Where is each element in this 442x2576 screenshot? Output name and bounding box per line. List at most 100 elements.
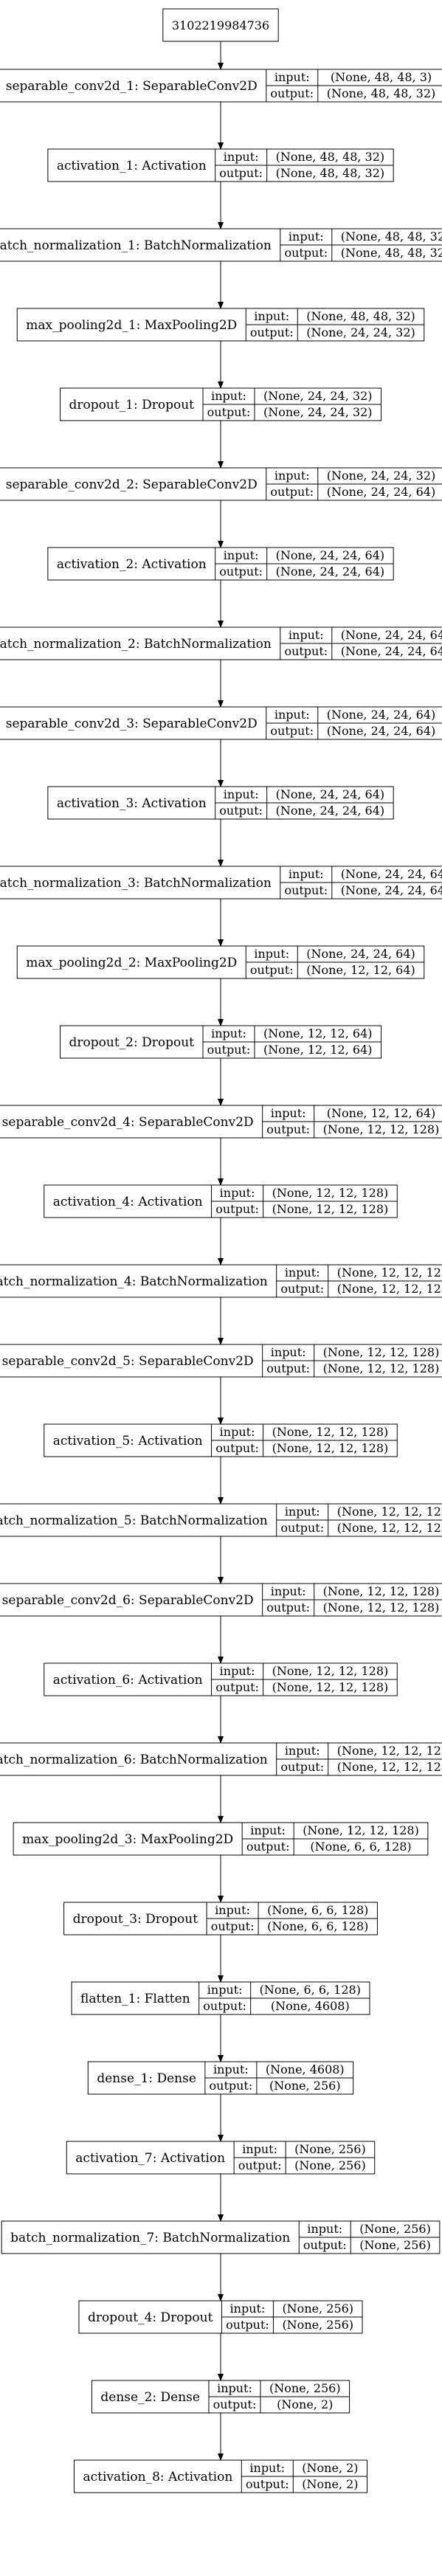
input-label: input: (230, 2302, 266, 2316)
layer-name: activation_3: Activation (57, 796, 207, 811)
output-label: output: (219, 166, 263, 180)
output-shape: (None, 24, 24, 64) (341, 883, 442, 897)
input-label: input: (285, 1265, 320, 1280)
layer-node: batch_normalization_6: BatchNormalizatio… (0, 1742, 442, 1776)
output-label: output: (238, 2158, 282, 2172)
input-shape: (None, 24, 24, 64) (341, 867, 442, 881)
input-shape: (None, 12, 12, 128) (337, 1265, 442, 1280)
input-label: input: (220, 1186, 255, 1200)
output-shape: (None, 2) (277, 2397, 333, 2411)
input-shape: (None, 12, 12, 64) (327, 1106, 435, 1120)
layer-node: max_pooling2d_2: MaxPooling2D input: outpu… (16, 945, 425, 979)
layer-name: dropout_4: Dropout (88, 2310, 213, 2325)
root-node-label: 3102219984736 (172, 18, 269, 32)
layer-name: max_pooling2d_2: MaxPooling2D (26, 956, 237, 970)
layer-name: dropout_3: Dropout (73, 1912, 198, 1927)
output-shape: (None, 256) (269, 2079, 341, 2093)
output-shape: (None, 12, 12, 128) (272, 1202, 389, 1216)
layer-name: dropout_2: Dropout (69, 1035, 195, 1050)
output-label: output: (215, 1680, 259, 1694)
input-shape: (None, 12, 12, 128) (272, 1186, 389, 1200)
input-shape: (None, 24, 24, 32) (263, 389, 372, 403)
output-label: output: (270, 724, 314, 738)
layer-name: separable_conv2d_2: SeparableConv2D (6, 477, 258, 492)
output-shape: (None, 12, 12, 128) (272, 1680, 389, 1694)
output-shape: (None, 12, 12, 128) (337, 1521, 442, 1535)
output-shape: (None, 24, 24, 32) (306, 325, 415, 339)
input-shape: (None, 256) (269, 2381, 341, 2395)
input-shape: (None, 24, 24, 64) (327, 708, 435, 722)
layer-name: activation_7: Activation (75, 2151, 225, 2166)
layer-name: batch_normalization_6: BatchNormalizatio… (0, 1753, 268, 1767)
input-label: input: (250, 1823, 286, 1837)
input-label: input: (289, 628, 324, 642)
layer-name: dropout_1: Dropout (69, 398, 195, 412)
layer-node: activation_4: Activationinput:output:(No… (44, 1184, 398, 1218)
layer-name: dense_2: Dense (100, 2390, 200, 2405)
input-shape: (None, 24, 24, 64) (276, 787, 384, 801)
output-label: output: (250, 963, 294, 977)
input-shape: (None, 12, 12, 128) (272, 1664, 389, 1678)
layer-node: activation_7: Activationinput:output:(No… (66, 2141, 376, 2175)
layer-node: batch_normalization_1: BatchNormalizatio… (0, 228, 442, 262)
output-shape: (None, 12, 12, 128) (323, 1361, 440, 1375)
layer-node: activation_5: Activationinput:output:(No… (44, 1423, 398, 1457)
layer-name: max_pooling2d_3: MaxPooling2D (22, 1832, 233, 1847)
input-shape: (None, 48, 48, 32) (306, 309, 415, 323)
output-shape: (None, 12, 12, 128) (272, 1441, 389, 1455)
input-label: input: (274, 70, 310, 84)
input-label: input: (215, 1903, 250, 1917)
layer-name: dense_1: Dense (97, 2071, 196, 2086)
output-label: output: (280, 1760, 324, 1774)
output-label: output: (266, 1122, 310, 1136)
input-shape: (None, 12, 12, 128) (337, 1744, 442, 1758)
output-shape: (None, 6, 6, 128) (267, 1919, 368, 1933)
output-shape: (None, 256) (359, 2238, 431, 2252)
layer-node: separable_conv2d_6: SeparableConv2Dinput… (0, 1583, 442, 1617)
layer-node: dropout_3: Dropout input: output: (None, 6,… (63, 1902, 378, 1936)
layer-node: batch_normalization_3: BatchNormalizatio… (0, 866, 442, 899)
output-label: output: (280, 1521, 324, 1535)
input-shape: (None, 12, 12, 128) (303, 1823, 419, 1837)
output-shape: (None, 24, 24, 32) (263, 405, 372, 419)
output-label: output: (219, 564, 263, 579)
layer-node: separable_conv2d_2: SeparableConv2D input… (0, 467, 442, 501)
layer-name: separable_conv2d_3: SeparableConv2D (6, 716, 258, 731)
input-label: input: (271, 1106, 306, 1120)
output-label: output: (207, 1043, 251, 1057)
output-label: output: (203, 1999, 246, 2013)
output-shape: (None, 256) (294, 2158, 366, 2172)
layer-node: batch_normalization_5: BatchNormalizatio… (0, 1503, 442, 1537)
output-shape: (None, 2) (302, 2477, 358, 2491)
layer-name: batch_normalization_5: BatchNormalizatio… (0, 1513, 268, 1528)
input-shape: (None, 12, 12, 128) (272, 1425, 389, 1439)
output-label: output: (215, 1441, 259, 1455)
layer-name: activation_4: Activation (53, 1195, 203, 1209)
input-label: input: (289, 229, 324, 244)
output-label: output: (211, 1919, 255, 1933)
input-label: input: (254, 947, 289, 961)
layer-name: flatten_1: Flatten (80, 1992, 190, 2006)
input-label: input: (254, 309, 289, 323)
input-label: input: (213, 2062, 249, 2076)
layer-node: separable_conv2d_1: SeparableConv2Dinput… (0, 69, 442, 103)
output-shape: (None, 12, 12, 64) (306, 963, 415, 977)
output-shape: (None, 12, 12, 128) (337, 1760, 442, 1774)
output-label: output: (207, 405, 251, 419)
input-label: input: (274, 708, 310, 722)
layer-name: activation_8: Activation (83, 2470, 232, 2485)
output-shape: (None, 24, 24, 64) (341, 644, 442, 658)
output-shape: (None, 48, 48, 32) (341, 246, 442, 260)
input-label: input: (217, 2381, 252, 2395)
output-label: output: (284, 644, 328, 658)
output-label: output: (246, 2477, 289, 2491)
input-label: input: (274, 469, 310, 483)
input-shape: (None, 24, 24, 64) (341, 628, 442, 642)
layer-name: separable_conv2d_5: SeparableConv2D (2, 1354, 254, 1369)
output-label: output: (284, 246, 328, 260)
input-shape: (None, 4608) (266, 2062, 345, 2076)
input-shape: (None, 12, 12, 128) (323, 1345, 440, 1359)
